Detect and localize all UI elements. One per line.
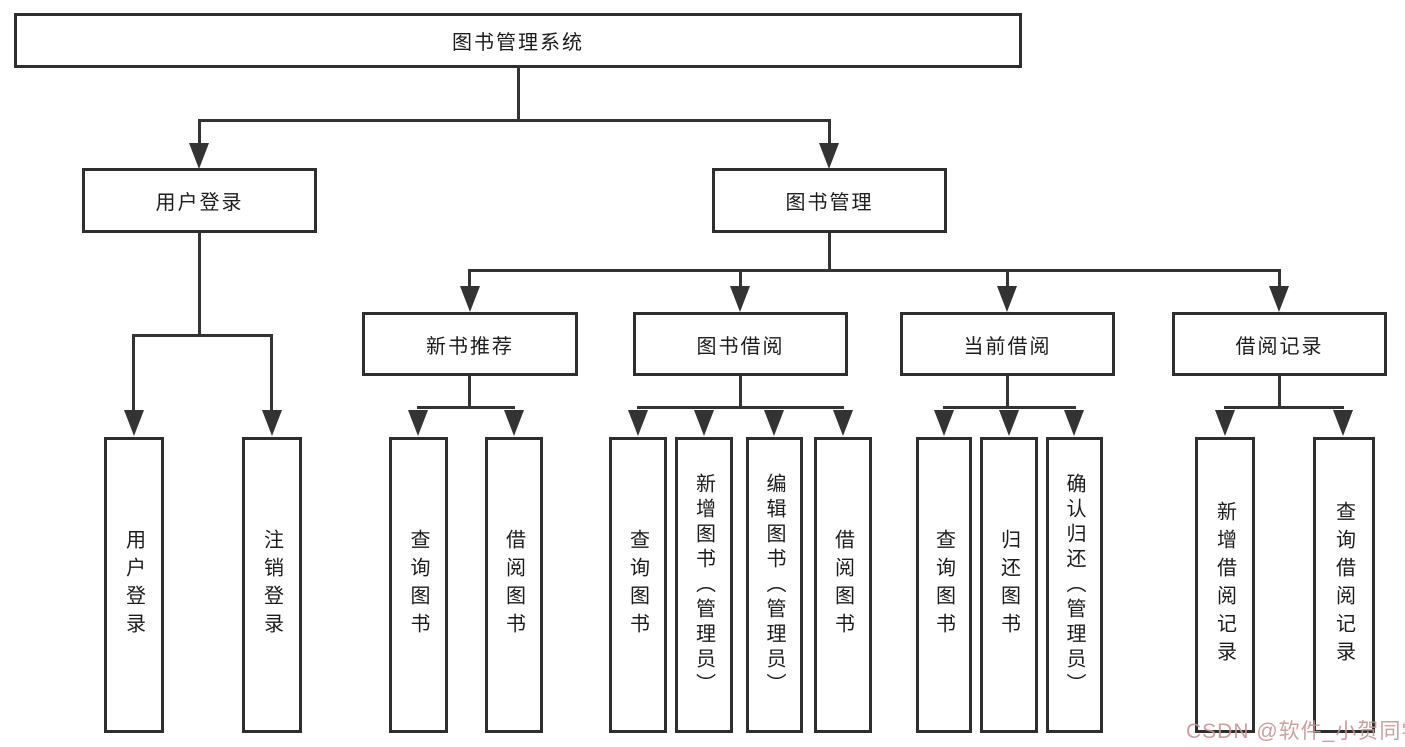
node-label: 查询图书 [626,529,649,641]
arrow-down-icon [1215,410,1235,436]
leaf-add-borrowing-record: 新增借阅记录 [1195,437,1255,733]
leaf-user-login: 用户登录 [104,437,164,733]
leaf-borrow-books-borrowing: 借阅图书 [814,437,872,733]
arrow-down-icon [124,410,144,436]
leaf-add-book-admin: 新增图书（管理员） [675,437,733,733]
arrow-down-icon [819,143,839,169]
connector-line [198,119,201,147]
connector-line [198,119,831,122]
node-label: 编辑图书（管理员） [763,472,785,698]
node-current-borrowing: 当前借阅 [900,312,1115,376]
arrow-down-icon [999,410,1019,436]
leaf-borrow-books-recommend: 借阅图书 [485,437,543,733]
node-label: 用户登录 [155,192,244,214]
leaf-logout: 注销登录 [242,437,302,733]
arrow-down-icon [1333,410,1353,436]
arrow-down-icon [1064,410,1084,436]
connector-line [468,269,1281,272]
connector-line [270,334,273,412]
node-label: 用户登录 [122,529,145,641]
csdn-watermark: CSDN @软件_小贺同学 [1186,720,1405,743]
arrow-down-icon [189,143,209,169]
arrow-down-icon [460,286,480,312]
node-book-borrowing: 图书借阅 [633,312,848,376]
connector-line [1006,269,1009,289]
arrow-down-icon [504,410,524,436]
node-label: 新增借阅记录 [1213,501,1236,669]
connector-line [132,334,135,412]
connector-line [828,119,831,147]
leaf-query-books-current: 查询图书 [916,437,972,733]
leaf-query-borrowing-record: 查询借阅记录 [1313,437,1375,733]
node-label: 图书管理 [785,192,874,214]
arrow-down-icon [694,410,714,436]
connector-line [739,269,742,289]
connector-line [739,376,742,408]
leaf-query-books-recommend: 查询图书 [389,437,448,733]
arrow-down-icon [1269,286,1289,312]
node-label: 注销登录 [260,529,283,641]
node-borrowing-records: 借阅记录 [1172,312,1387,376]
node-label: 当前借阅 [963,335,1052,358]
connector-line [468,269,471,289]
node-user-login: 用户登录 [82,168,317,233]
connector-line [517,67,520,120]
leaf-confirm-return-admin: 确认归还（管理员） [1046,437,1103,733]
arrow-down-icon [934,410,954,436]
leaf-edit-book-admin: 编辑图书（管理员） [746,437,803,733]
connector-line [1278,376,1281,408]
connector-line [198,233,201,336]
node-label: 查询图书 [407,529,429,641]
node-label: 查询图书 [932,529,955,641]
arrow-down-icon [730,286,750,312]
leaf-query-books-borrowing: 查询图书 [609,437,667,733]
arrow-down-icon [262,410,282,436]
node-label: 归还图书 [997,529,1020,641]
node-label: 新增图书（管理员） [692,472,715,698]
node-label: 查询借阅记录 [1332,501,1355,669]
connector-line [828,233,831,271]
arrow-down-icon [997,286,1017,312]
node-new-book-recommendation: 新书推荐 [362,312,578,376]
leaf-return-book: 归还图书 [980,437,1038,733]
node-label: 确认归还（管理员） [1063,472,1085,698]
arrow-down-icon [628,410,648,436]
connector-line [1224,406,1344,409]
arrow-down-icon [408,410,428,436]
node-library-management-system: 图书管理系统 [14,13,1022,68]
node-label: 图书管理系统 [452,32,584,54]
node-label: 借阅记录 [1235,335,1324,358]
connector-line [1278,269,1281,289]
node-label: 图书借阅 [696,335,785,358]
arrow-down-icon [833,410,853,436]
node-label: 借阅图书 [502,529,525,641]
connector-line [1006,376,1009,408]
node-label: 新书推荐 [426,335,514,358]
connector-line [468,376,471,408]
arrow-down-icon [764,410,784,436]
connector-line [132,334,273,337]
node-label: 借阅图书 [831,529,854,641]
connector-line [417,406,515,409]
node-book-management: 图书管理 [712,168,947,233]
connector-line [943,406,1076,409]
connector-line [637,406,844,409]
